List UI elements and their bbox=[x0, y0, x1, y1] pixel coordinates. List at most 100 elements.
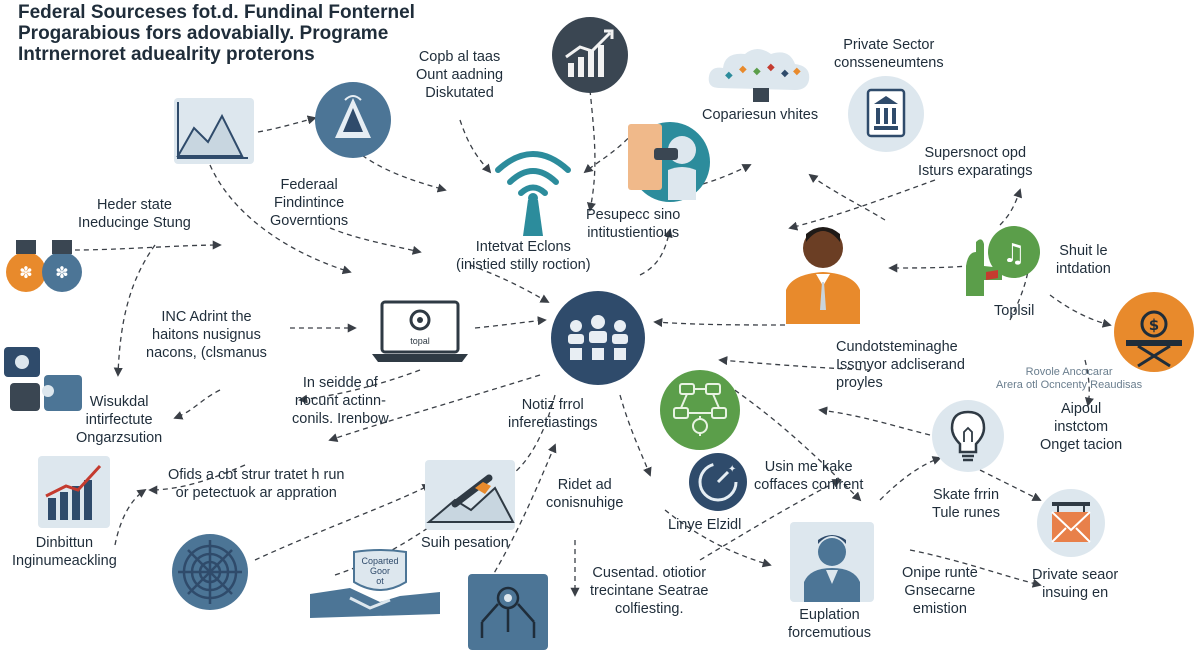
connector bbox=[328, 374, 541, 443]
music-hand-icon: ♫ bbox=[966, 226, 1040, 296]
label-line: Copariesun vhites bbox=[702, 107, 819, 123]
label-federal: Federaal Findintince Governtions bbox=[270, 176, 348, 230]
label-line: Ongarzsution bbox=[76, 430, 163, 446]
label-notiz: Notiz frrol inferetiastings bbox=[508, 396, 597, 432]
laptop-icon: topal bbox=[372, 300, 468, 362]
connector bbox=[583, 124, 641, 174]
label-supersnoct: Supersnoct opd Isturs exparatings bbox=[918, 144, 1032, 180]
connector bbox=[257, 115, 317, 133]
label-line: INC Adrint the bbox=[161, 309, 252, 325]
label-line: Gnsecarne bbox=[904, 583, 976, 599]
label-skate: Skate frrin Tule runes bbox=[932, 486, 1000, 522]
label-toplsil: Toplsil bbox=[994, 302, 1034, 320]
label-suih: Suih pesation bbox=[421, 534, 509, 552]
label-line: Diskutated bbox=[425, 85, 494, 101]
label-line: Shuit le bbox=[1059, 243, 1108, 259]
label-line: Pesupecc sino bbox=[586, 207, 681, 223]
label-line: Onipe runte bbox=[902, 565, 978, 581]
label-line: Arera otl Ocncenty Reaudisas bbox=[996, 379, 1143, 391]
label-drivate: Drivate seaor insuing en bbox=[1032, 566, 1118, 602]
label-line: Isturs exparatings bbox=[918, 163, 1033, 179]
cloud-money-icon: ◆◆◆ ◆◆◆ bbox=[708, 49, 810, 102]
label-line: Heder state bbox=[96, 197, 172, 213]
label-inc: INC Adrint the haitons nusignus nacons, … bbox=[146, 308, 267, 362]
svg-text:◆: ◆ bbox=[739, 64, 747, 75]
connector bbox=[209, 164, 352, 275]
label-line: coffaces conlrent bbox=[754, 477, 864, 493]
label-private-sector: Private Sector consseneumtens bbox=[834, 36, 944, 72]
label-line: Copb al taas bbox=[418, 49, 501, 65]
label-line: Drivate seaor bbox=[1032, 567, 1119, 583]
label-dinbittun: Dinbittun Inginumeackling bbox=[12, 534, 117, 570]
label-line: Inginumeackling bbox=[12, 553, 117, 569]
label-usin: Usin me kake coffaces conlrent bbox=[754, 458, 863, 494]
label-line: Cundotsteminaghe bbox=[836, 339, 958, 355]
label-line: inferetiastings bbox=[508, 415, 598, 431]
network-icon bbox=[468, 574, 548, 650]
title-line-2: Progarabious fors adovabially. Programe bbox=[18, 23, 389, 44]
central-team-icon bbox=[551, 291, 645, 385]
antenna-icon bbox=[315, 82, 391, 158]
svg-text:✽: ✽ bbox=[19, 263, 32, 282]
handshake-icon: Coparted Goor ot bbox=[310, 549, 440, 618]
label-in-seidde: In seidde of nocunt actinn- conils. Iren… bbox=[292, 374, 389, 428]
label-line: instctom bbox=[1054, 419, 1109, 435]
timer-icon: ✦ bbox=[689, 453, 747, 511]
target-icon bbox=[172, 534, 248, 610]
label-line: Rovole Ancocarar bbox=[1025, 366, 1113, 378]
svg-text:✽: ✽ bbox=[55, 263, 68, 282]
label-line: proyles bbox=[836, 375, 883, 391]
connector bbox=[619, 394, 652, 477]
label-line: conils. Irenbow bbox=[292, 411, 389, 427]
label-line: Skate frrin bbox=[932, 487, 1000, 503]
connector bbox=[664, 509, 772, 568]
label-line: colfiesting. bbox=[614, 601, 684, 617]
label-line: Ofids a cbt strur tratet h run bbox=[168, 467, 345, 483]
label-line: nocunt actinn- bbox=[294, 393, 386, 409]
label-line: consseneumtens bbox=[834, 55, 944, 71]
svg-text:✦: ✦ bbox=[728, 464, 736, 475]
label-line: Dinbittun bbox=[35, 535, 94, 551]
label-ofids: Ofids a cbt strur tratet h run or petect… bbox=[168, 466, 345, 502]
connector bbox=[74, 240, 222, 251]
label-line: (inistied stilly roction) bbox=[456, 257, 591, 273]
person-icon bbox=[786, 227, 860, 324]
connector bbox=[586, 89, 596, 212]
connector bbox=[788, 179, 936, 231]
handshake-text-2: Goor bbox=[370, 566, 390, 576]
connector bbox=[718, 356, 871, 371]
vr-person-icon bbox=[628, 122, 710, 202]
label-line: Usin me kake bbox=[764, 459, 853, 475]
connector bbox=[329, 227, 422, 255]
svg-text:◆: ◆ bbox=[793, 66, 801, 77]
label-coparie: Copariesun vhites bbox=[702, 106, 818, 124]
lightbulb-icon bbox=[932, 400, 1004, 472]
label-line: forcemutious bbox=[788, 625, 872, 641]
label-line: Linye Elzidl bbox=[668, 517, 742, 533]
label-line: Findintince bbox=[274, 195, 345, 211]
label-line: Ineducinge Stung bbox=[78, 215, 191, 231]
handshake-text-1: Coparted bbox=[361, 556, 398, 566]
label-faint: Rovole Ancocarar Arera otl Ocncenty Reau… bbox=[996, 366, 1142, 392]
label-line: Onget tacion bbox=[1040, 437, 1123, 453]
mail-sign-icon bbox=[1037, 489, 1105, 557]
laptop-screen-text: topal bbox=[410, 336, 430, 346]
label-ridet: Ridet ad conisnuhige bbox=[546, 476, 623, 512]
label-line: Euplation bbox=[799, 607, 860, 623]
svg-text:◆: ◆ bbox=[767, 62, 775, 73]
svg-text:◆: ◆ bbox=[753, 66, 761, 77]
label-wisukdal: Wisukdal intirfectute Ongarzsution bbox=[76, 393, 162, 447]
label-line: insuing en bbox=[1042, 585, 1109, 601]
label-pesupec: Pesupecc sino intitustientious bbox=[586, 206, 680, 242]
dollar-icon: $ bbox=[1114, 292, 1194, 372]
connector bbox=[334, 518, 442, 576]
worker-icon bbox=[790, 522, 874, 602]
label-aipoul: Aipoul instctom Onget tacion bbox=[1040, 400, 1122, 454]
label-line: intdation bbox=[1056, 261, 1111, 277]
connector bbox=[999, 188, 1023, 226]
wifi-tower-icon bbox=[495, 151, 571, 236]
connector bbox=[879, 456, 942, 501]
label-linye: Linye Elzidl bbox=[668, 516, 741, 534]
connector bbox=[653, 317, 786, 328]
